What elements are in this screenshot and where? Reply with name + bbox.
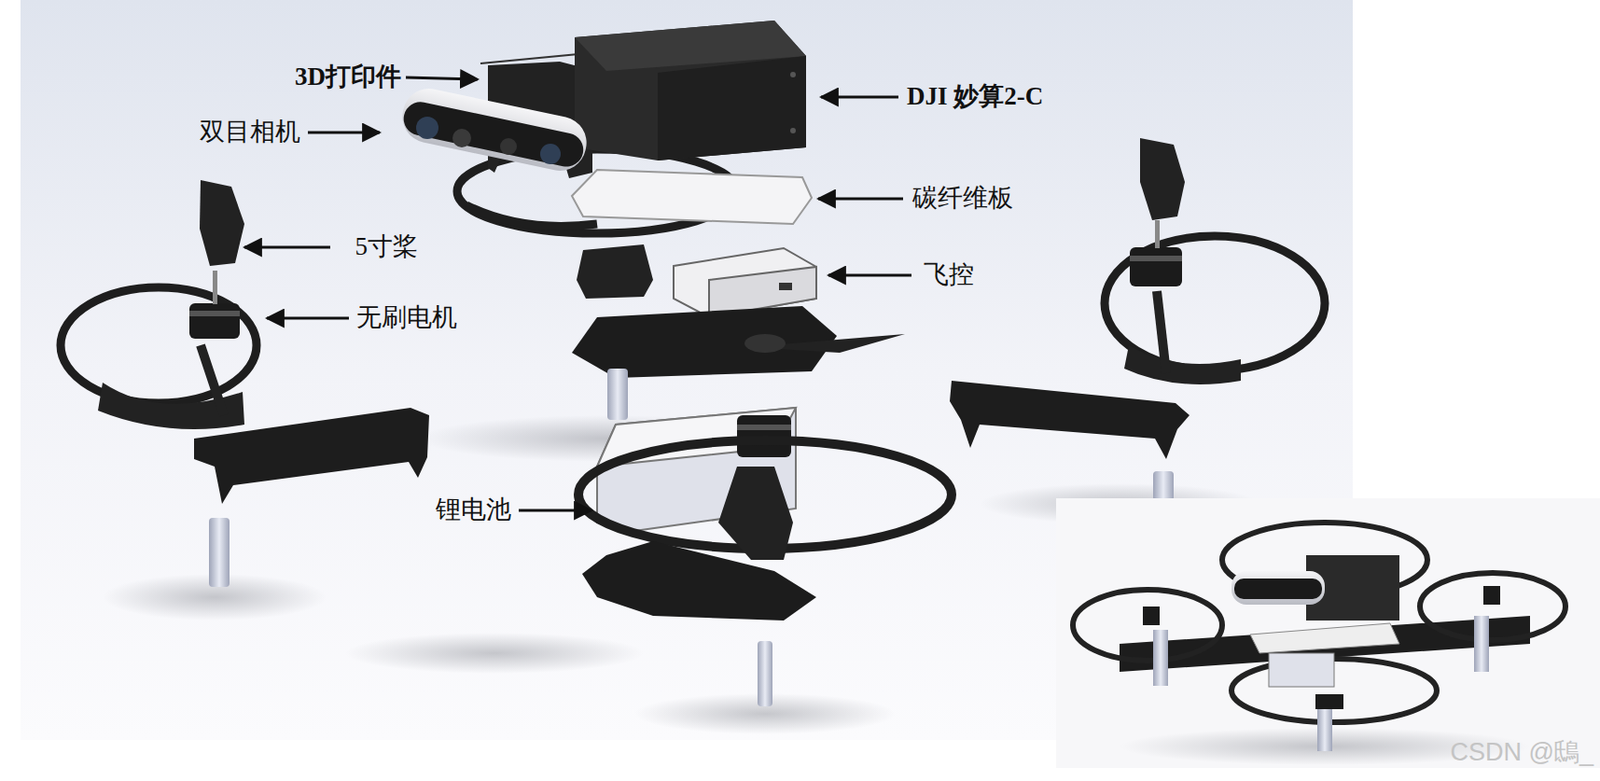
compute-box — [574, 20, 807, 161]
leader-arrows — [244, 77, 912, 511]
part-label: 锂电池 — [435, 496, 512, 525]
stereo-camera — [397, 83, 592, 176]
assembled-inset — [1056, 498, 1600, 768]
part-label: 5寸桨 — [355, 233, 419, 262]
part-label: 飞控 — [923, 261, 974, 290]
carbon-plate — [571, 169, 812, 224]
part-label: 双目相机 — [199, 118, 301, 147]
part-label: 碳纤维板 — [912, 184, 1014, 213]
part-label: DJI 妙算2-C — [906, 83, 1044, 112]
bottom-plate — [582, 541, 817, 621]
part-label: 无刷电机 — [356, 304, 458, 333]
part-label: 3D打印件 — [294, 63, 402, 92]
mount-block — [576, 244, 654, 299]
left-rotor — [60, 180, 430, 587]
watermark: CSDN @鴟_ — [1450, 738, 1594, 767]
middle-plate — [571, 306, 837, 378]
